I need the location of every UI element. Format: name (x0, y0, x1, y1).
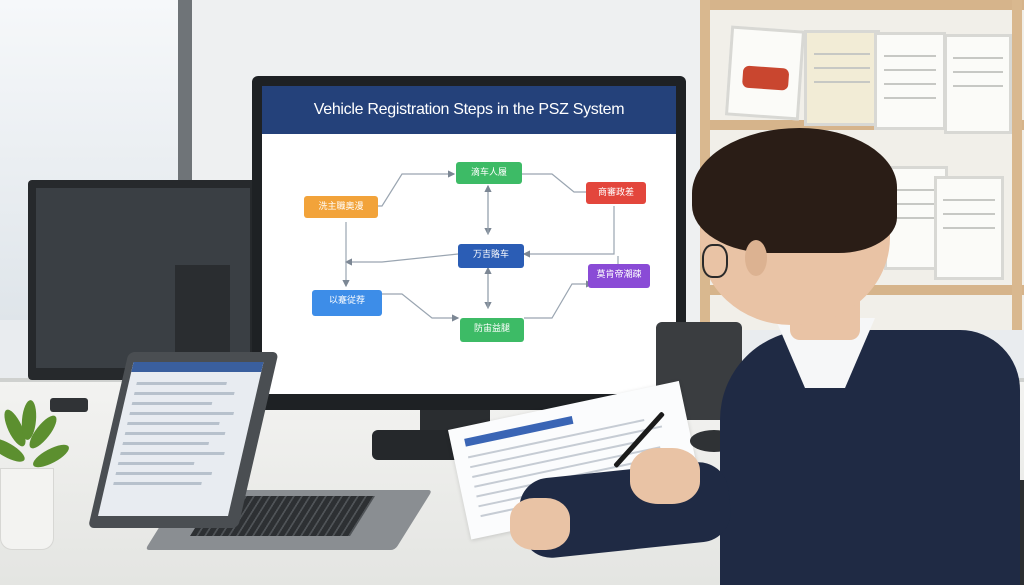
laptop-screen-header (131, 362, 264, 372)
person-hair (692, 128, 897, 253)
connector-arrow (522, 206, 615, 258)
flow-node: 万吉賂车 (458, 244, 524, 268)
flowchart-connectors (342, 170, 622, 322)
keyboard (50, 398, 88, 412)
shelf-post-right (1012, 0, 1022, 330)
flow-node: 莫肯帝潮疎 (588, 264, 650, 288)
certificate-frame (804, 30, 880, 126)
certificate-frame (724, 25, 806, 121)
person-hand-left (510, 498, 570, 550)
flow-node: 以蹇従荐 (312, 290, 382, 316)
flow-node: 滴车人履 (456, 162, 522, 184)
slide-header (262, 86, 676, 134)
slide-title: Vehicle Registration Steps in the PSZ Sy… (313, 101, 625, 118)
connector-arrow (380, 293, 460, 322)
glasses-icon (702, 244, 728, 278)
flow-node: 防宙益腿 (460, 318, 524, 342)
person-suit-jacket (720, 330, 1020, 585)
connector-arrow (344, 253, 459, 266)
plant-pot (0, 468, 54, 550)
person-hand-right (630, 448, 700, 504)
certificate-frame (874, 32, 946, 130)
connector-arrow (522, 173, 594, 196)
person-ear (745, 240, 767, 276)
monitor-screen: Vehicle Registration Steps in the PSZ Sy… (262, 86, 676, 394)
shelf-board-top (700, 0, 1024, 10)
certificate-frame (944, 34, 1012, 134)
connector-arrow (524, 280, 594, 319)
car-picture-icon (741, 65, 790, 91)
flow-node: 商審政差 (586, 182, 646, 204)
flow-node: 洗主職奧漫 (304, 196, 378, 218)
certificate-frame (934, 176, 1004, 280)
